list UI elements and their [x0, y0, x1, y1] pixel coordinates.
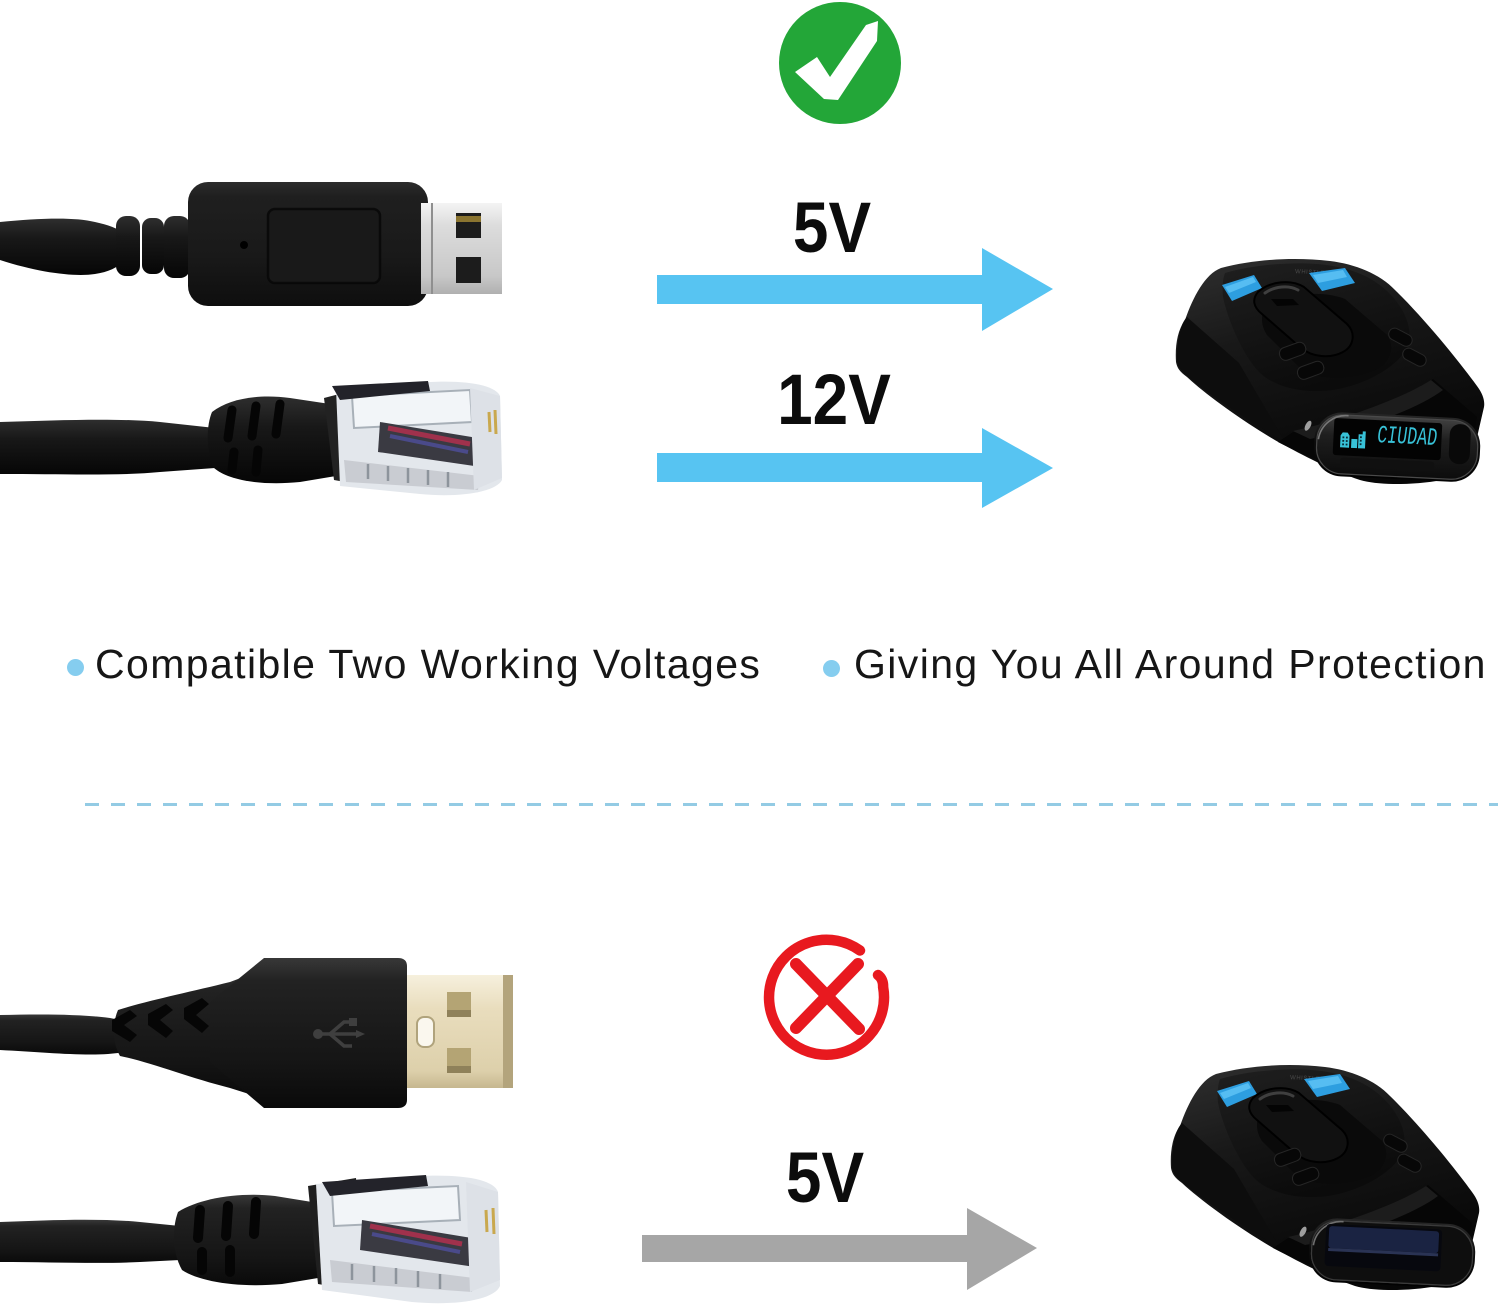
svg-text:CIUDAD: CIUDAD: [1375, 421, 1439, 453]
